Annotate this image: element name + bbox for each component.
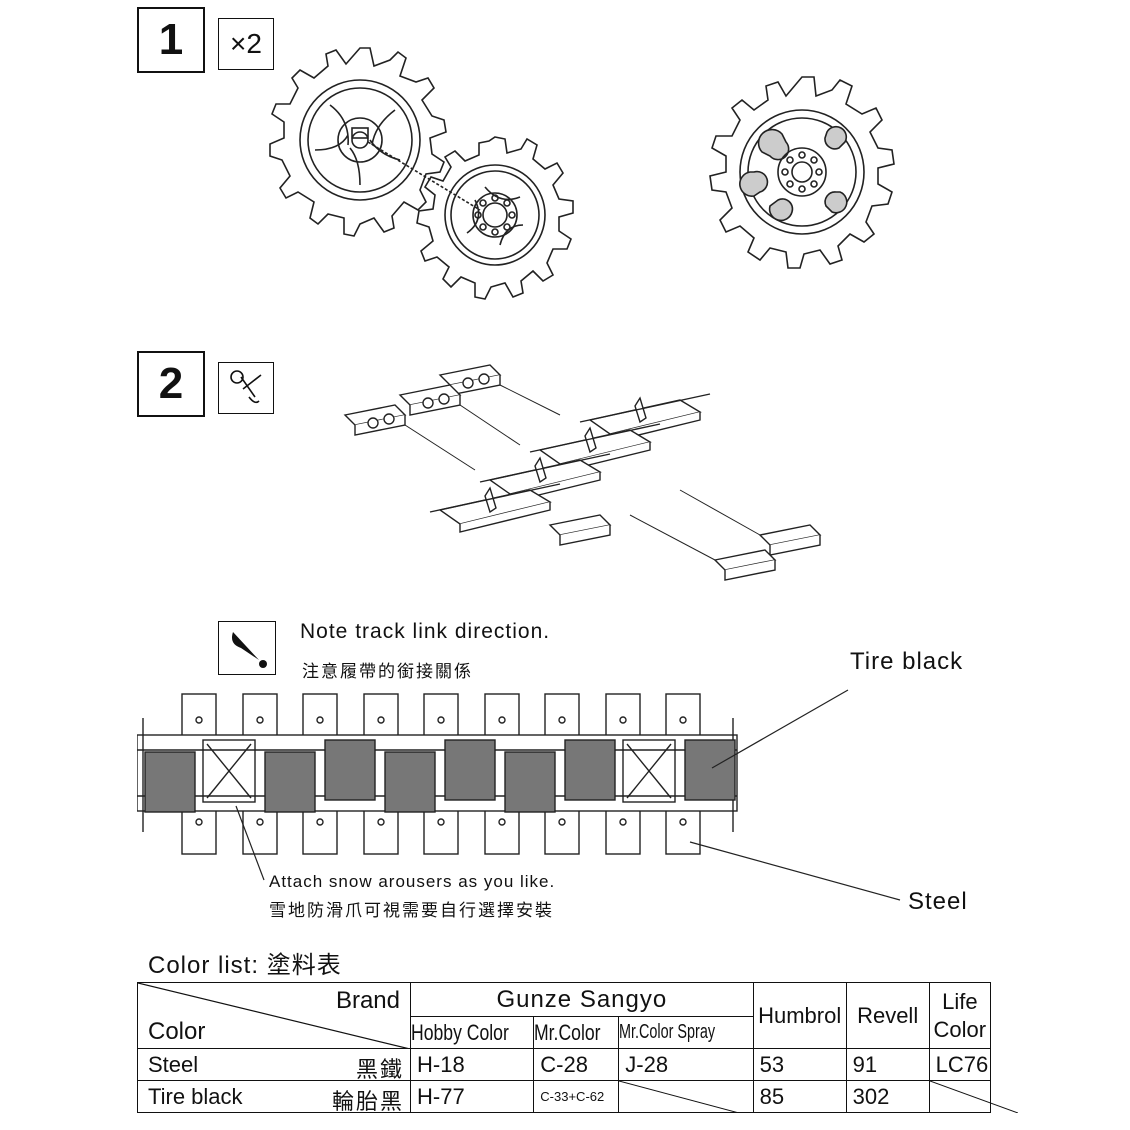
spray-value-empty [618, 1080, 754, 1113]
cut-parts-icon [218, 362, 274, 414]
table-row: Steel 黑鐵 H-18 C-28 J-28 53 91 LC76 [137, 1048, 992, 1082]
attach-text-en: Attach snow arousers as you like. [269, 872, 556, 891]
humbrol-header: Humbrol [752, 982, 847, 1049]
mr-color-spray-header: Mr.Color Spray [618, 1016, 754, 1049]
step-2-number: 2 [137, 351, 205, 417]
track-teeth [181, 693, 701, 855]
color-list-title: Color list: 塗料表 [148, 945, 342, 980]
quantity-badge: ×2 [218, 18, 274, 70]
attach-text-zh: 雪地防滑爪可視需要自行選擇安裝 [269, 901, 554, 920]
sprocket-outer-half [416, 136, 574, 300]
life-header-line2: Color [933, 1016, 987, 1042]
steel-label: Steel [908, 888, 968, 915]
step-1-number: 1 [137, 7, 205, 73]
tire-black-label: Tire black [850, 648, 964, 675]
header-diagonal [138, 983, 410, 1049]
snow-grouser [622, 739, 676, 803]
note-icon-box [218, 621, 276, 675]
color-header: Color [148, 1018, 206, 1045]
row-color-name-zh: 輪胎黑 [331, 1089, 404, 1114]
tire-black-leader [711, 689, 849, 769]
rubber-pads [144, 739, 736, 813]
empty-cell-diagonal [619, 1081, 740, 1113]
mr-value: C-28 [533, 1048, 620, 1081]
quantity-text: ×2 [230, 28, 262, 59]
row-color-name: Steel 黑鐵 [137, 1048, 411, 1082]
revell-value: 302 [845, 1080, 930, 1113]
mr-color-header: Mr.Color [533, 1016, 620, 1049]
end-connector [343, 404, 407, 436]
life-header-line1: Life [942, 988, 978, 1014]
track-link [429, 483, 561, 533]
brand-header: Brand [335, 987, 400, 1014]
attach-leader [235, 805, 265, 881]
sprocket-finished [709, 76, 895, 269]
end-connector [713, 549, 777, 581]
hobby-color-header: Hobby Color [409, 1016, 535, 1049]
revell-value: 91 [845, 1048, 930, 1081]
end-connector [438, 364, 502, 396]
note-icon [232, 632, 267, 668]
steel-leader [689, 841, 901, 901]
track-link-assembly-diagram [343, 364, 822, 581]
track-strip-diagram [137, 693, 738, 855]
hobby-value: H-77 [409, 1080, 535, 1113]
color-list-title-en: Color list: [148, 952, 260, 979]
end-connector [548, 514, 612, 546]
life-color-header: Life Color [928, 982, 992, 1049]
note-text-zh: 注意履帶的銜接關係 [302, 662, 473, 681]
sprocket-assembly-diagram [269, 47, 895, 300]
revell-header: Revell [845, 982, 930, 1049]
life-value: LC76 [928, 1048, 992, 1081]
color-table: Brand Color Gunze Sangyo Humbrol Revell … [137, 982, 1018, 1114]
end-connector [398, 384, 462, 416]
hobby-value: H-18 [409, 1048, 535, 1081]
empty-cell-diagonal [929, 1081, 1018, 1113]
end-connector [758, 524, 822, 556]
note-text-en: Note track link direction. [300, 620, 551, 643]
row-color-name: Tire black 輪胎黑 [137, 1080, 411, 1114]
table-row: Tire black 輪胎黑 H-77 C-33+C-62 85 302 [137, 1080, 1018, 1114]
nipper-icon [230, 370, 262, 404]
row-color-name-zh: 黑鐵 [355, 1057, 404, 1082]
sprocket-inner-half [269, 47, 447, 237]
track-band [137, 734, 738, 812]
humbrol-value: 53 [752, 1048, 847, 1081]
humbrol-value: 85 [752, 1080, 847, 1113]
life-value-empty [928, 1080, 1018, 1113]
mr-value: C-33+C-62 [533, 1080, 620, 1113]
spray-value: J-28 [618, 1048, 754, 1081]
brand-color-header: Brand Color [137, 982, 411, 1049]
color-list-title-zh: 塗料表 [266, 952, 342, 979]
gunze-header: Gunze Sangyo [410, 982, 754, 1017]
snow-grouser [202, 739, 256, 803]
